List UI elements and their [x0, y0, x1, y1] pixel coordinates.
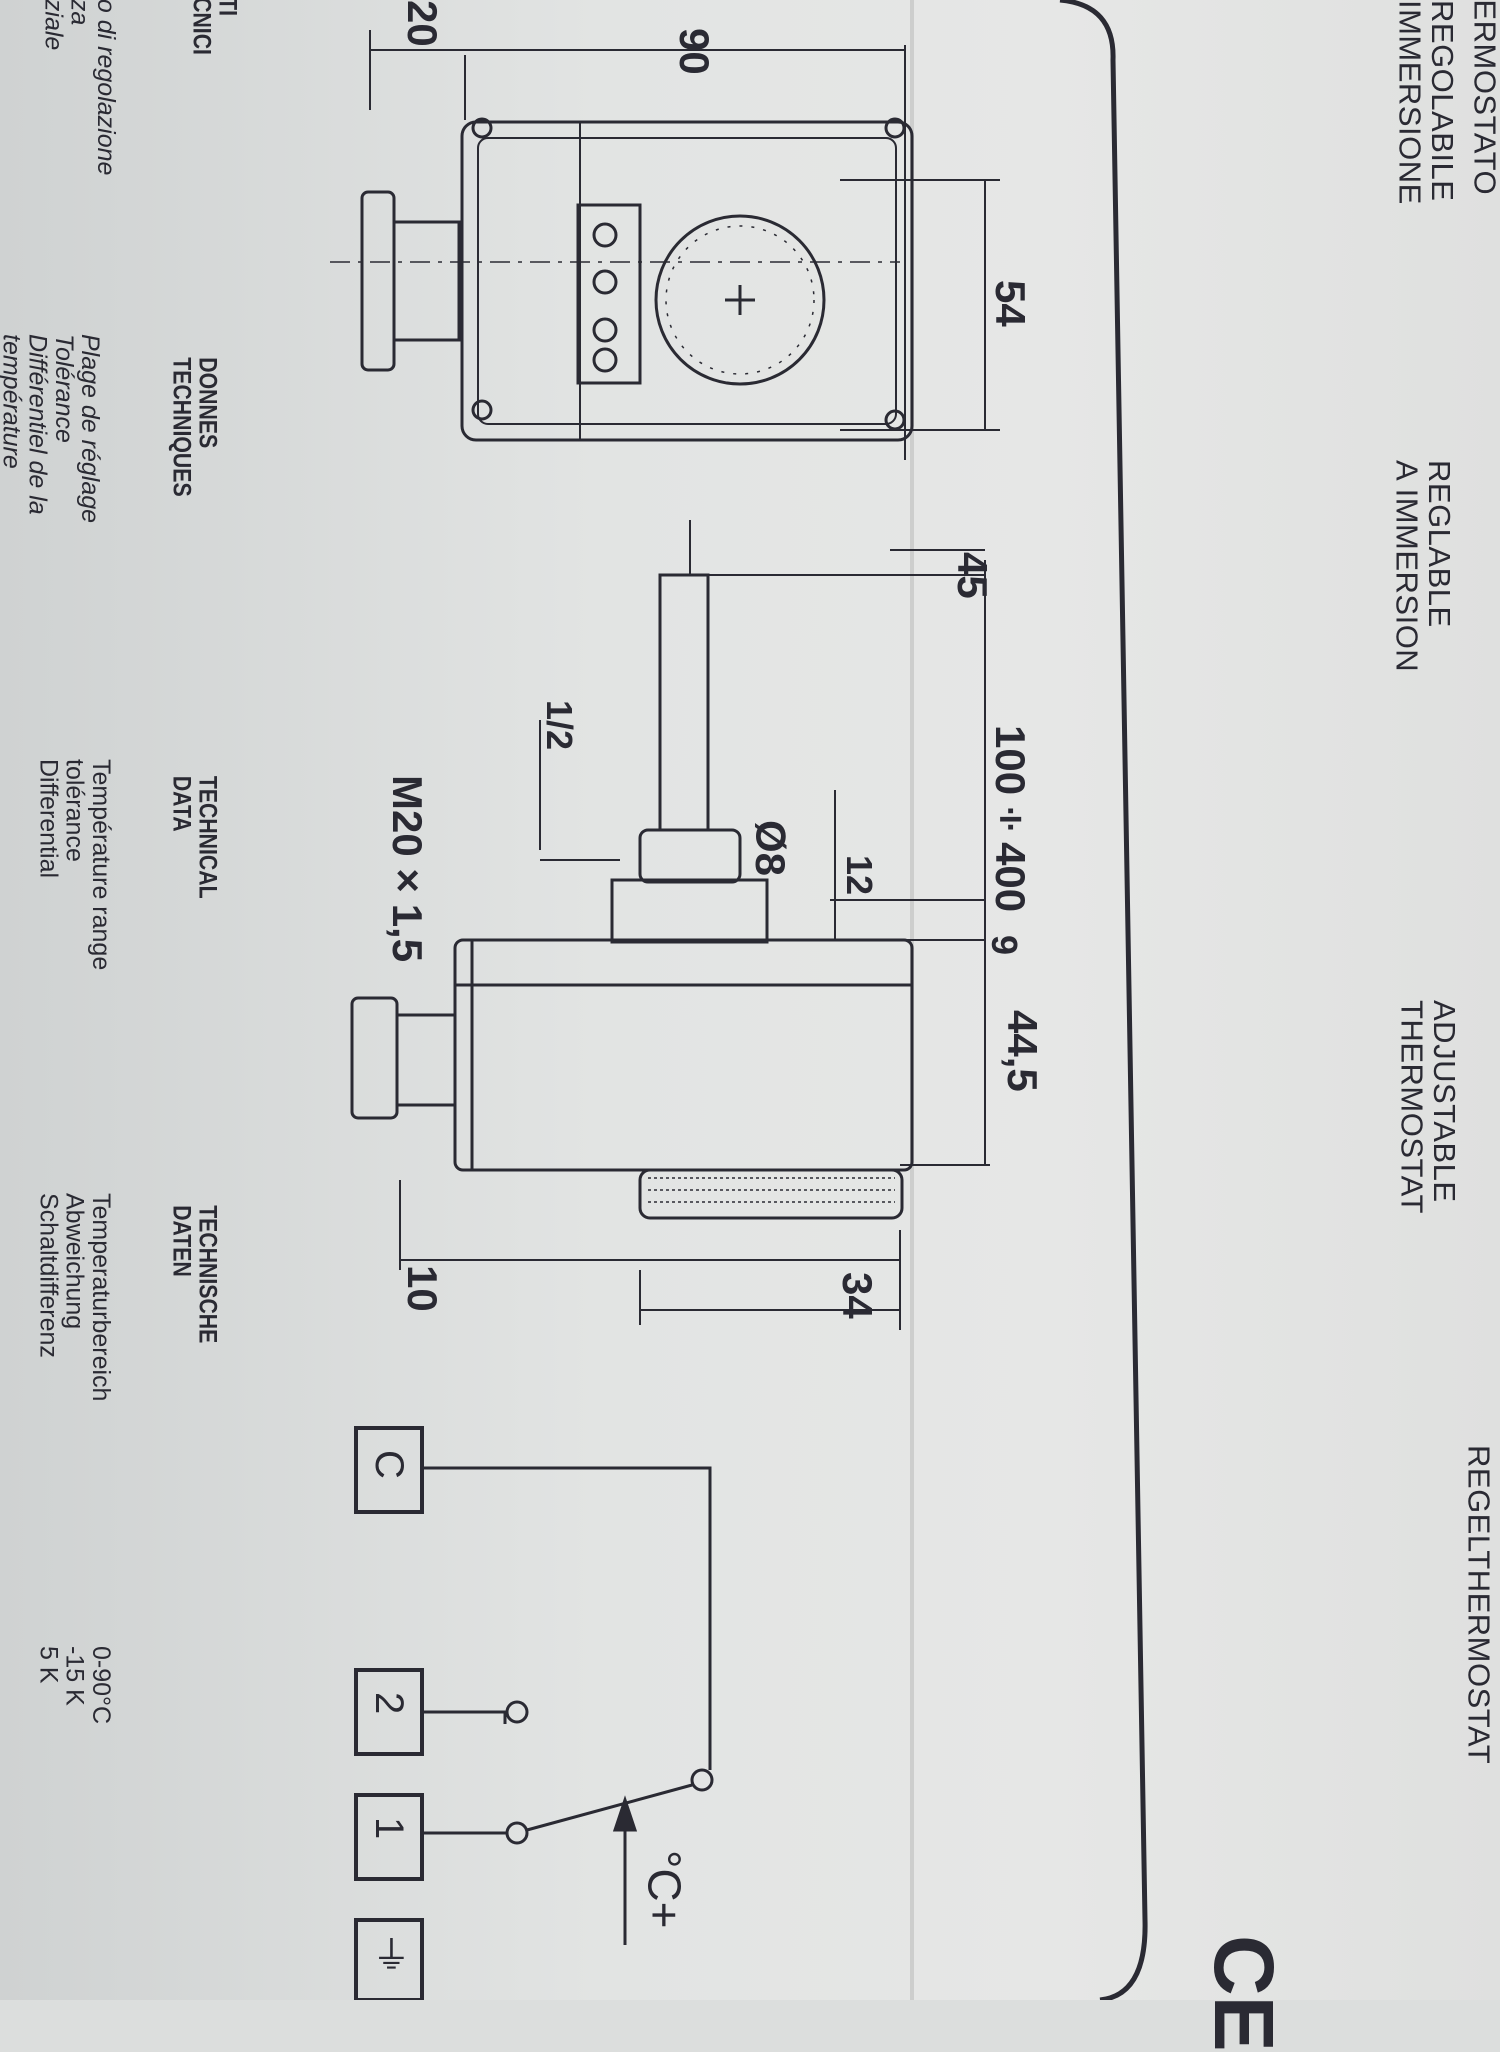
body-outline — [453, 938, 914, 1172]
side-cable-gland — [350, 996, 399, 1120]
paper-background — [0, 0, 1500, 2000]
terminal-box-1 — [354, 1793, 424, 1881]
dim-44-5: 44,5 — [999, 1010, 1047, 1092]
temperature-symbol: °C+ — [638, 1850, 691, 1929]
wiring-diagram — [354, 1426, 714, 2000]
terminal-block — [576, 203, 642, 385]
dial — [654, 214, 826, 386]
cable-gland — [360, 190, 396, 372]
probe-housing — [610, 878, 769, 944]
ce-mark: CE — [1197, 1935, 1292, 2052]
dim-100-400: 100÷400 — [987, 725, 1035, 913]
dim-10: 10 — [399, 1265, 447, 1312]
technical-drawing — [330, 0, 1148, 2000]
terminal-label-earth: ⏚ — [365, 1935, 408, 1973]
dim-54: 54 — [987, 280, 1035, 327]
dim-34: 34 — [834, 1272, 882, 1319]
side-view-drawing — [350, 520, 990, 1330]
terminal-box-c — [354, 1426, 424, 1514]
terminal-label-1: 1 — [367, 1817, 411, 1840]
terminal-box-earth — [354, 1918, 424, 2000]
dim-90: 90 — [671, 28, 719, 75]
adjust-knob — [638, 1168, 904, 1220]
housing-outline — [460, 120, 914, 442]
dim-m20-thread: M20×1,5 — [384, 775, 432, 963]
page-border — [1059, 0, 1148, 2000]
dim-45: 45 — [949, 552, 997, 599]
dim-1-2: 1/2 — [538, 700, 580, 751]
dim-9: 9 — [983, 935, 1025, 956]
dim-20: 20 — [399, 0, 447, 47]
dim-12: 12 — [838, 855, 880, 896]
probe-tube — [658, 573, 710, 832]
title-german: REGELTHERMOSTAT — [1461, 1445, 1497, 1765]
terminal-label-2: 2 — [367, 1692, 411, 1715]
title-italian-cropped: TERMOSTATO — [1467, 0, 1500, 196]
top-view-drawing — [330, 30, 1000, 460]
dim-diameter-8: Ø8 — [747, 820, 795, 877]
terminal-label-c: C — [367, 1450, 411, 1479]
